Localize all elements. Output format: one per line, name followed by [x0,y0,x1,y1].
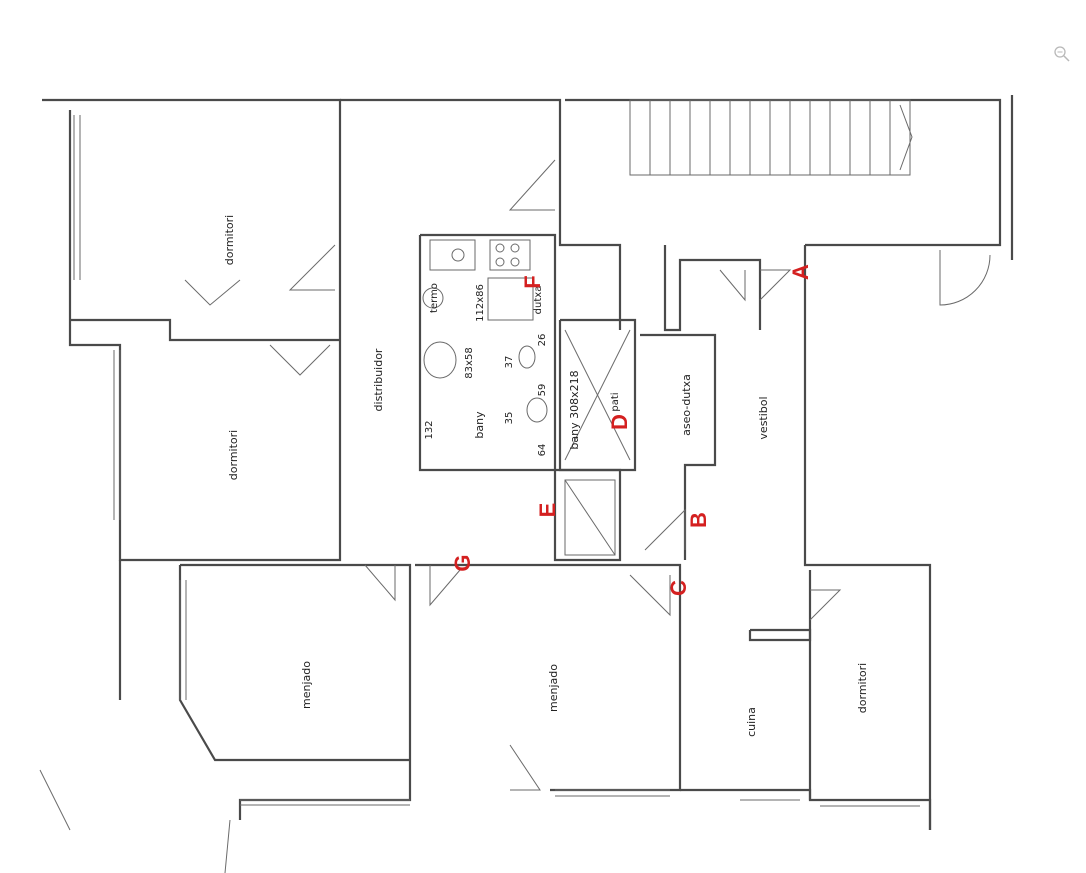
room-label-dormitori-top: dormitori [223,215,236,265]
room-label-dormitori-mid: dormitori [227,430,240,480]
water-heater [422,287,444,309]
dimension-112x86: 112x86 [475,284,486,322]
room-label-menjado-left: menjado [300,661,313,709]
room-label-termo: termo [429,283,440,313]
windows [73,115,920,807]
marker-d: D [607,414,632,430]
hob [489,239,531,271]
dimension-26: 26 [537,334,548,347]
dimension-64: 64 [537,444,548,457]
marker-g: G [450,554,475,571]
dimension-59: 59 [537,384,548,397]
room-label-menjado-mid: menjado [547,664,560,712]
toilet [518,345,536,369]
fixtures [422,239,631,556]
marker-a: A [788,264,813,280]
dimension-83x58: 83x58 [464,347,475,378]
marker-b: B [686,512,711,528]
marker-c: C [666,580,691,596]
room-label-vestibol: vestibol [757,396,770,439]
room-label-aseo-dutxa: aseo-dutxa [680,374,693,436]
magnifier-icon[interactable] [1052,44,1072,64]
dimension-labels: 112x86 83x58 37 26 35 59 64 132 [424,284,548,456]
marker-letters: A B C D E F G [450,264,813,596]
room-labels: dormitori dormitori distribuidor menjado… [223,215,869,737]
dimension-37: 37 [504,356,515,369]
marker-f: F [520,275,545,288]
room-label-distribuidor: distribuidor [372,348,385,411]
room-label-dutxa: dutxa [533,286,544,315]
room-label-cuina: cuina [745,707,758,737]
shower-tray [487,277,534,321]
marker-e: E [535,503,560,518]
room-label-bany: bany [473,411,486,439]
room-label-dormitori-right: dormitori [856,663,869,713]
sink [429,239,476,271]
washbasin [423,341,457,379]
room-label-pati: pati [610,392,621,411]
dimension-132: 132 [424,420,435,439]
walls [39,95,1014,873]
staircase [629,99,913,176]
door-swings [184,159,991,791]
room-label-bany-dimensions: bany 308x218 [568,370,581,449]
dimension-35: 35 [504,412,515,425]
bidet [526,397,548,423]
